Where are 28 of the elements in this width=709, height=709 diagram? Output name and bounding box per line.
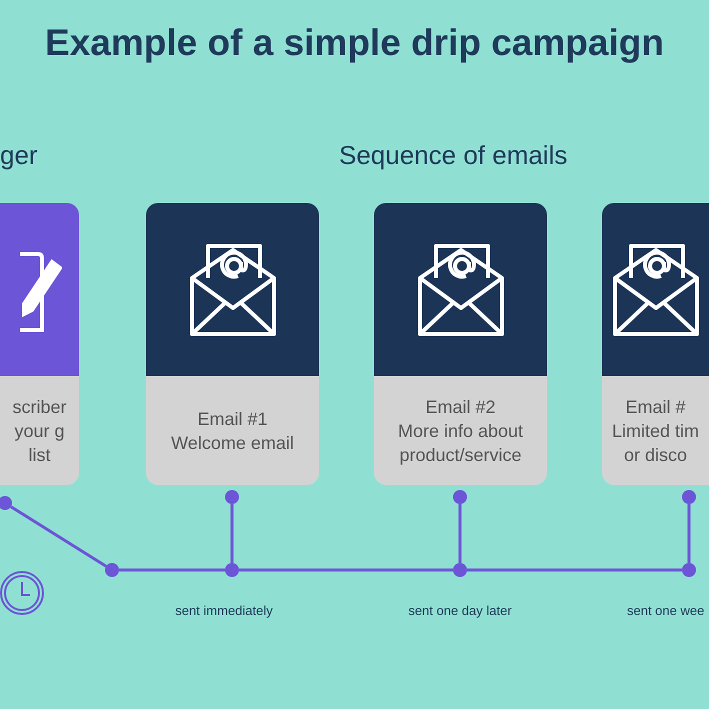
timing-label: sent immediately	[174, 603, 274, 618]
timeline-dot	[682, 563, 696, 577]
timeline-line	[239, 568, 453, 572]
timing-label: sent one wee	[627, 603, 704, 618]
timeline-dot	[682, 490, 696, 504]
section-heading: ger	[0, 140, 38, 171]
email-description: More info about product/service	[396, 420, 524, 466]
email-number: Email #	[625, 396, 686, 418]
timeline-line	[458, 504, 462, 563]
section-heading: Sequence of emails	[339, 140, 568, 171]
timeline-dot	[453, 490, 467, 504]
timeline-line	[119, 568, 225, 572]
timeline-line	[467, 568, 682, 572]
timeline-dot	[225, 563, 239, 577]
email-description: Welcome email	[171, 432, 294, 454]
timeline-line	[230, 504, 234, 563]
timeline-dot	[453, 563, 467, 577]
email-description: Limited tim or disco	[610, 420, 700, 466]
timeline-dot	[105, 563, 119, 577]
timeline-dot	[225, 490, 239, 504]
timeline-line	[688, 504, 690, 563]
timeline-dot	[0, 496, 12, 510]
diagram-title: Example of a simple drip campaign	[44, 22, 665, 64]
email-number: Email #1	[197, 408, 268, 430]
trigger-description: scriber your g list	[11, 396, 68, 466]
timing-label: sent one day later	[407, 603, 513, 618]
email-number: Email #2	[425, 396, 496, 418]
timeline-line	[10, 505, 107, 568]
